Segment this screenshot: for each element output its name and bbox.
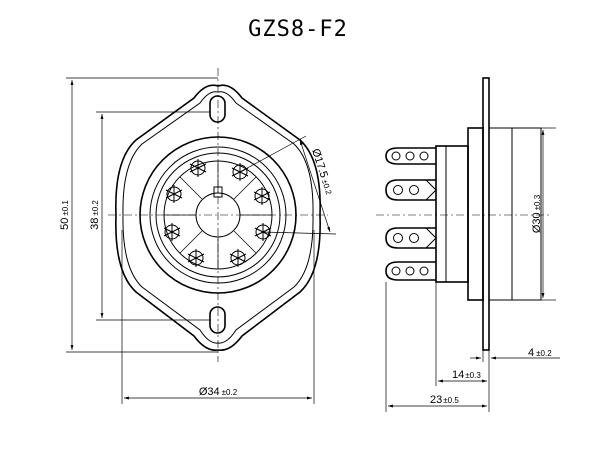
side-body-rear xyxy=(467,127,484,301)
dim-total-depth: 23±0.5 xyxy=(385,282,490,412)
dim-side-diameter: Ø30±0.3 xyxy=(531,127,556,301)
solder-lug xyxy=(385,261,436,281)
svg-text:4±0.2: 4±0.2 xyxy=(528,347,552,359)
pin-contact xyxy=(165,185,183,203)
side-flange xyxy=(482,77,490,351)
dim-hole-spacing: 38±0.2 xyxy=(89,111,210,321)
mounting-hole-bottom xyxy=(209,306,226,334)
pin-contacts xyxy=(163,159,272,267)
pin-contact xyxy=(253,187,271,205)
pin-contact xyxy=(163,223,181,241)
dim-flange-thickness: 4±0.2 xyxy=(470,300,560,362)
dim-pin-circle: Ø17.5±0.2 xyxy=(239,135,337,235)
pin-contact xyxy=(229,249,247,267)
svg-text:Ø34±0.2: Ø34±0.2 xyxy=(199,386,238,398)
solder-lug xyxy=(385,179,437,201)
side-view xyxy=(376,77,550,351)
svg-text:Ø17.5±0.2: Ø17.5±0.2 xyxy=(309,147,335,196)
svg-text:50±0.1: 50±0.1 xyxy=(59,200,71,230)
dim-body-diameter: Ø34±0.2 xyxy=(121,230,315,404)
drawing-title: GZS8-F2 xyxy=(248,17,348,42)
pin-contact xyxy=(189,159,207,177)
mounting-hole-top xyxy=(209,95,226,123)
svg-text:14±0.3: 14±0.3 xyxy=(452,369,481,381)
pin-contact xyxy=(187,249,205,267)
svg-text:Ø30±0.3: Ø30±0.3 xyxy=(531,194,543,233)
solder-lug xyxy=(385,227,437,249)
svg-text:38±0.2: 38±0.2 xyxy=(89,200,101,230)
side-pin-block xyxy=(435,145,469,283)
solder-lug xyxy=(385,147,436,165)
dim-body-depth: 14±0.3 xyxy=(435,282,490,386)
dim-height-total: 50±0.1 xyxy=(59,77,218,353)
svg-text:23±0.5: 23±0.5 xyxy=(430,394,459,406)
side-body-front xyxy=(488,127,542,301)
solder-lugs xyxy=(385,147,437,281)
